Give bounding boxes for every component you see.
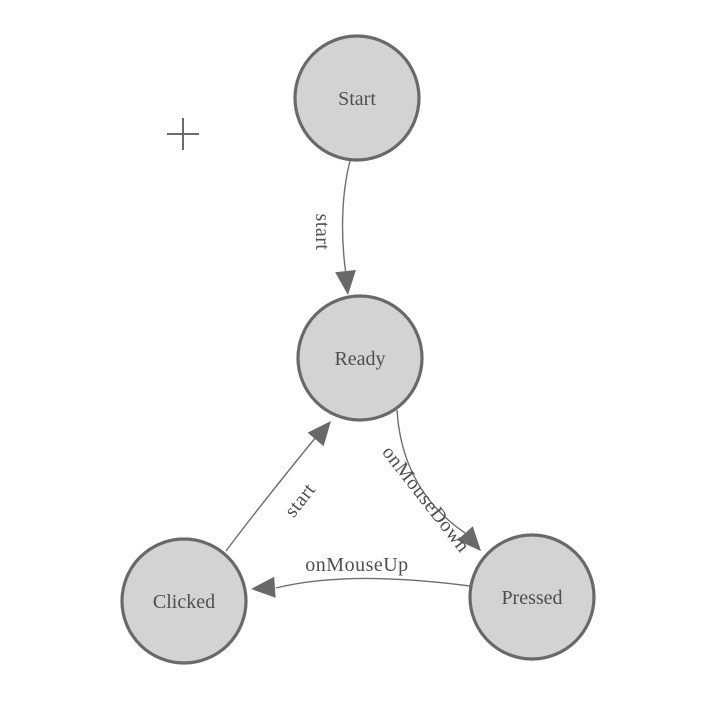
edge-pressed-to-clicked-path[interactable] [275, 577, 471, 589]
state-node-ready[interactable]: Ready [296, 294, 424, 422]
state-node-clicked-circle[interactable] [120, 537, 248, 665]
state-node-clicked[interactable]: Clicked [120, 537, 248, 665]
origin-crosshair-icon [167, 118, 199, 150]
state-node-start[interactable]: Start [293, 34, 421, 162]
state-node-ready-label: Ready [334, 348, 385, 370]
edge-start-to-ready[interactable]: start [311, 160, 356, 295]
arrowhead-icon [335, 270, 356, 295]
arrowhead-icon [307, 421, 331, 447]
state-node-pressed-label: Pressed [501, 587, 562, 609]
state-node-start-circle[interactable] [293, 34, 421, 162]
edge-label-start-to-ready: start [311, 214, 333, 251]
arrowhead-icon [251, 576, 276, 598]
edge-start-to-ready-path[interactable] [341, 160, 351, 272]
edge-ready-to-pressed-path[interactable] [396, 409, 466, 534]
edge-clicked-to-ready[interactable]: start [225, 421, 331, 552]
edge-label-pressed-to-clicked: onMouseUp [305, 554, 408, 576]
state-node-ready-circle[interactable] [296, 294, 424, 422]
state-node-pressed-circle[interactable] [468, 533, 596, 661]
state-node-pressed[interactable]: Pressed [468, 533, 596, 661]
edge-label-ready-to-pressed: onMouseDown [377, 442, 474, 557]
state-node-start-label: Start [338, 88, 376, 110]
state-node-clicked-label: Clicked [153, 591, 215, 613]
edge-clicked-to-ready-path[interactable] [225, 436, 317, 552]
edge-pressed-to-clicked[interactable]: onMouseUp [251, 554, 471, 598]
edge-ready-to-pressed[interactable]: onMouseDown [377, 409, 481, 557]
edge-label-clicked-to-ready: start [280, 479, 320, 522]
arrowhead-icon [457, 526, 481, 551]
